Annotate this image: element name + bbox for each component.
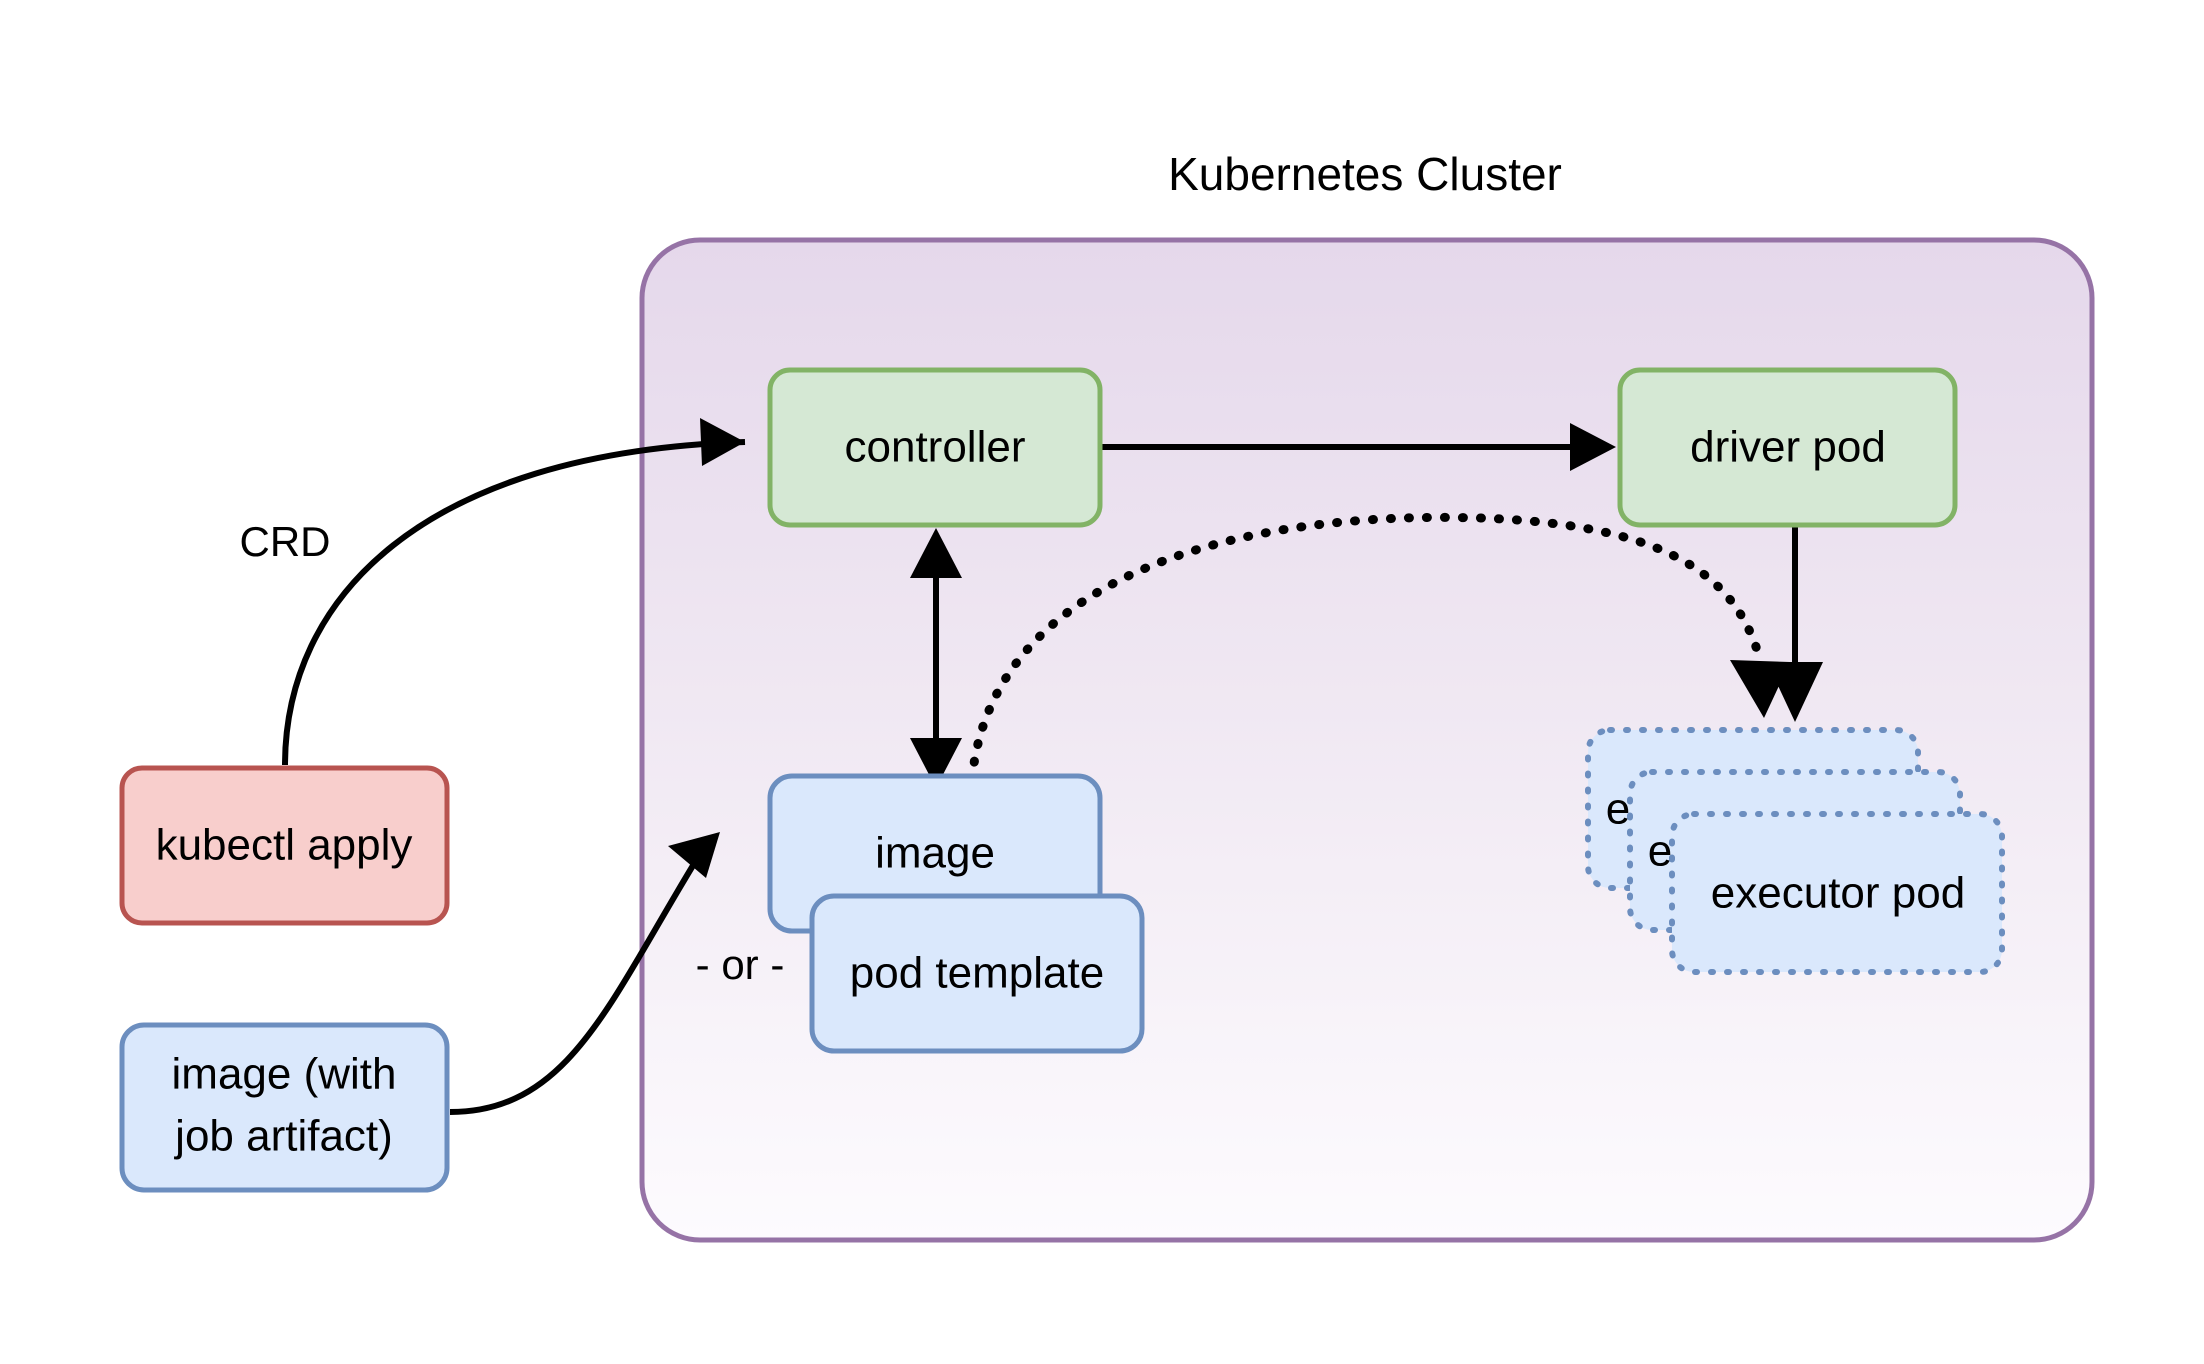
edge-crd-label: CRD xyxy=(240,518,331,565)
edge-crd-arrowhead xyxy=(700,418,745,466)
node-pod-template-label: pod template xyxy=(850,949,1104,998)
edge-image-executor-path xyxy=(967,512,1765,785)
node-controller-label: controller xyxy=(845,423,1026,472)
node-executor-pod-front-label: executor pod xyxy=(1711,869,1965,918)
edge-crd-path xyxy=(282,439,746,766)
node-executor-pod-front[interactable]: executor pod xyxy=(1669,811,2005,975)
cluster-title: Kubernetes Cluster xyxy=(1168,148,1562,200)
edge-controller-driver-arrowhead xyxy=(1570,423,1616,471)
node-image-with-job-artifact-label-line2: job artifact) xyxy=(173,1112,393,1161)
edge-driver-executor-arrowhead xyxy=(1767,662,1823,722)
node-driver-pod-shape[interactable] xyxy=(1617,367,1958,528)
edge-controller-image-arrowhead-down xyxy=(910,738,962,788)
node-driver-pod[interactable]: driver pod xyxy=(1617,367,1958,528)
or-separator-label: - or - xyxy=(696,941,785,988)
edge-artifact-image-path xyxy=(449,852,703,1115)
node-image-with-job-artifact-shape[interactable] xyxy=(119,1022,450,1193)
node-pod-template[interactable]: pod template xyxy=(809,893,1145,1054)
node-controller[interactable]: controller xyxy=(767,367,1103,528)
node-controller-shape[interactable] xyxy=(767,367,1103,528)
edge-controller-image-arrowhead-up xyxy=(910,528,962,578)
node-driver-pod-label: driver pod xyxy=(1690,423,1886,472)
node-pod-template-shape[interactable] xyxy=(809,893,1145,1054)
node-image-label: image xyxy=(875,829,995,878)
node-kubectl-apply[interactable]: kubectl apply xyxy=(119,765,450,926)
node-executor-pod-mid-label: e xyxy=(1648,827,1672,876)
node-image-with-job-artifact[interactable]: image (with job artifact) xyxy=(119,1022,450,1193)
node-image[interactable]: image xyxy=(767,773,1103,934)
node-executor-pod-back-label: e xyxy=(1606,785,1630,834)
node-executor-pod-front-shape[interactable] xyxy=(1669,811,2005,975)
node-executor-pod-stack[interactable]: e e executor pod xyxy=(1585,727,2005,975)
edge-artifact-image-arrowhead xyxy=(668,832,720,878)
node-kubectl-apply-shape[interactable] xyxy=(119,765,450,926)
node-image-with-job-artifact-label-line1: image (with xyxy=(172,1050,397,1099)
node-kubectl-apply-label: kubectl apply xyxy=(156,821,413,870)
